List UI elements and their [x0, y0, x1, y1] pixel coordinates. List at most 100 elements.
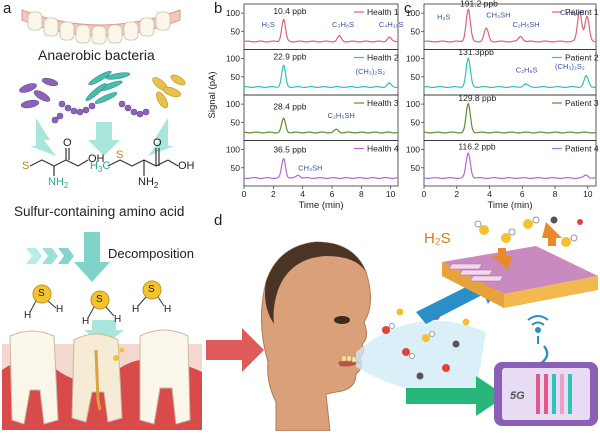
h2s-1-h2: H — [56, 304, 64, 315]
molecule2-c-text: C — [102, 160, 111, 172]
legend-label: Health 4 — [367, 144, 399, 154]
x-tick-label: 10 — [386, 189, 396, 199]
peak-annotation: 22.9 ppb — [273, 52, 306, 62]
peak-annotation: CH₃SH — [486, 10, 510, 19]
y-tick-label: 50 — [411, 163, 421, 173]
peak-annotation: 10.4 ppb — [273, 6, 306, 16]
series-line-1 — [423, 8, 597, 43]
panel-label-b: b — [214, 0, 223, 17]
peak-point — [524, 83, 527, 85]
decomposition-label: Decomposition — [108, 246, 194, 261]
series-line-4 — [423, 151, 597, 179]
peak-annotation: (CH₃)₂S₂ — [555, 62, 585, 71]
peak-point — [579, 10, 581, 12]
chart-frame — [423, 140, 597, 187]
peak-point — [467, 152, 469, 154]
y-tick-label: 50 — [411, 117, 421, 127]
legend-label: Health 1 — [367, 7, 399, 17]
molecule1-oxygen-label: O — [63, 137, 72, 149]
peak-point — [283, 19, 285, 21]
bacteria-title: Anaerobic bacteria — [38, 47, 155, 63]
y-tick-label: 50 — [411, 72, 421, 82]
x-tick-label: 2 — [454, 189, 459, 199]
molecule1-oh-label: OH — [88, 153, 105, 165]
wireless-signal-icon — [527, 315, 549, 366]
series-line-2 — [244, 64, 399, 88]
peak-annotation: CH₃SH — [298, 164, 322, 173]
y-tick-label: 100 — [226, 145, 240, 155]
peak-annotation: H₂S — [437, 13, 450, 22]
peak-point — [467, 8, 469, 11]
molecule2-h-sub: 3 — [97, 165, 103, 175]
molecule2-nh-sub: 2 — [153, 181, 159, 191]
series-line-1 — [243, 18, 399, 43]
peak-point — [585, 174, 587, 176]
legend-label: Patient 1 — [565, 7, 599, 17]
molecule1-sulfur-label: S — [22, 160, 30, 172]
chart-frame — [243, 140, 399, 187]
x-tick-label: 0 — [242, 189, 247, 199]
panel-a: Anaerobic bacteria S O OH NH2 H3C S O OH… — [0, 0, 205, 431]
y-tick-label: 50 — [231, 117, 241, 127]
peak-annotation: C₄H₁₀S — [379, 20, 404, 29]
y-tick-label: 100 — [406, 8, 420, 18]
peak-annotation: C₃H₈S — [332, 20, 354, 29]
x-tick-label: 4 — [487, 189, 492, 199]
molecule2-nh-text: NH — [138, 176, 154, 188]
x-tick-label: 2 — [271, 189, 276, 199]
arrow-down-icon — [30, 118, 174, 156]
panel-label-d: d — [214, 212, 223, 229]
peak-annotation: C₄H₁₀S — [560, 8, 585, 17]
y-tick-label: 100 — [226, 54, 240, 64]
y-tick-label: 50 — [231, 163, 241, 173]
x-tick-label: 6 — [330, 189, 335, 199]
h2s-molecule-icon — [29, 280, 165, 319]
h2s-molecules-icon — [474, 216, 583, 247]
x-axis-label: Time (min) — [298, 200, 343, 210]
y-tick-label: 100 — [406, 99, 420, 109]
orange-arrow-up-icon — [542, 222, 562, 246]
molecule1-nh-text: NH — [48, 176, 64, 188]
panel-label-c: c — [404, 0, 412, 17]
x-tick-label: 8 — [359, 189, 364, 199]
peak-point — [467, 58, 469, 60]
h2s-label: H₂S — [424, 230, 451, 247]
peak-annotation: 28.4 ppb — [273, 102, 306, 112]
peak-point — [388, 36, 390, 38]
peak-point — [283, 118, 285, 120]
peak-annotation: 191.2 ppb — [460, 0, 498, 9]
arrow-down-icon-2 — [84, 320, 124, 346]
molecule2-sulfur-label: S — [116, 149, 124, 161]
h2s-3-s: S — [148, 284, 155, 295]
panel-label-a: a — [3, 0, 12, 17]
h2s-2-h2: H — [114, 314, 122, 325]
peak-annotation: C₂H₅SH — [328, 111, 355, 120]
y-axis-label: Signal (pA) — [207, 72, 218, 119]
molecule1-nh2-label: NH2 — [48, 176, 68, 190]
amino-acid-label: Sulfur-containing amino acid — [14, 204, 185, 219]
peak-annotation: 131.3ppb — [458, 47, 494, 57]
h2s-3-h1: H — [132, 304, 140, 315]
h2s-2-h1: H — [82, 316, 90, 327]
peak-point — [585, 75, 587, 77]
molecule2-ch3-label: H3C — [90, 160, 110, 174]
molecule2-h-text: H — [90, 160, 98, 172]
decomposition-arrow-icon — [26, 232, 110, 282]
orange-arrow-down-icon — [492, 248, 512, 270]
y-tick-label: 100 — [226, 99, 240, 109]
phone-5g-label: 5G — [510, 390, 525, 402]
peak-annotation: 129.8 ppb — [458, 93, 496, 103]
red-arrow-icon — [204, 328, 264, 372]
green-arrow-icon — [406, 376, 506, 416]
series-line-2 — [424, 56, 597, 89]
h2s-1-s: S — [38, 288, 45, 299]
peak-point — [283, 65, 285, 67]
legend-label: Patient 4 — [565, 144, 599, 154]
peak-annotation: 116.2 ppb — [458, 142, 495, 152]
peak-point — [485, 27, 487, 29]
series-line-3 — [243, 117, 399, 134]
y-tick-label: 100 — [226, 8, 240, 18]
legend-label: Health 3 — [367, 98, 399, 108]
sensor-chip-icon — [442, 246, 598, 308]
